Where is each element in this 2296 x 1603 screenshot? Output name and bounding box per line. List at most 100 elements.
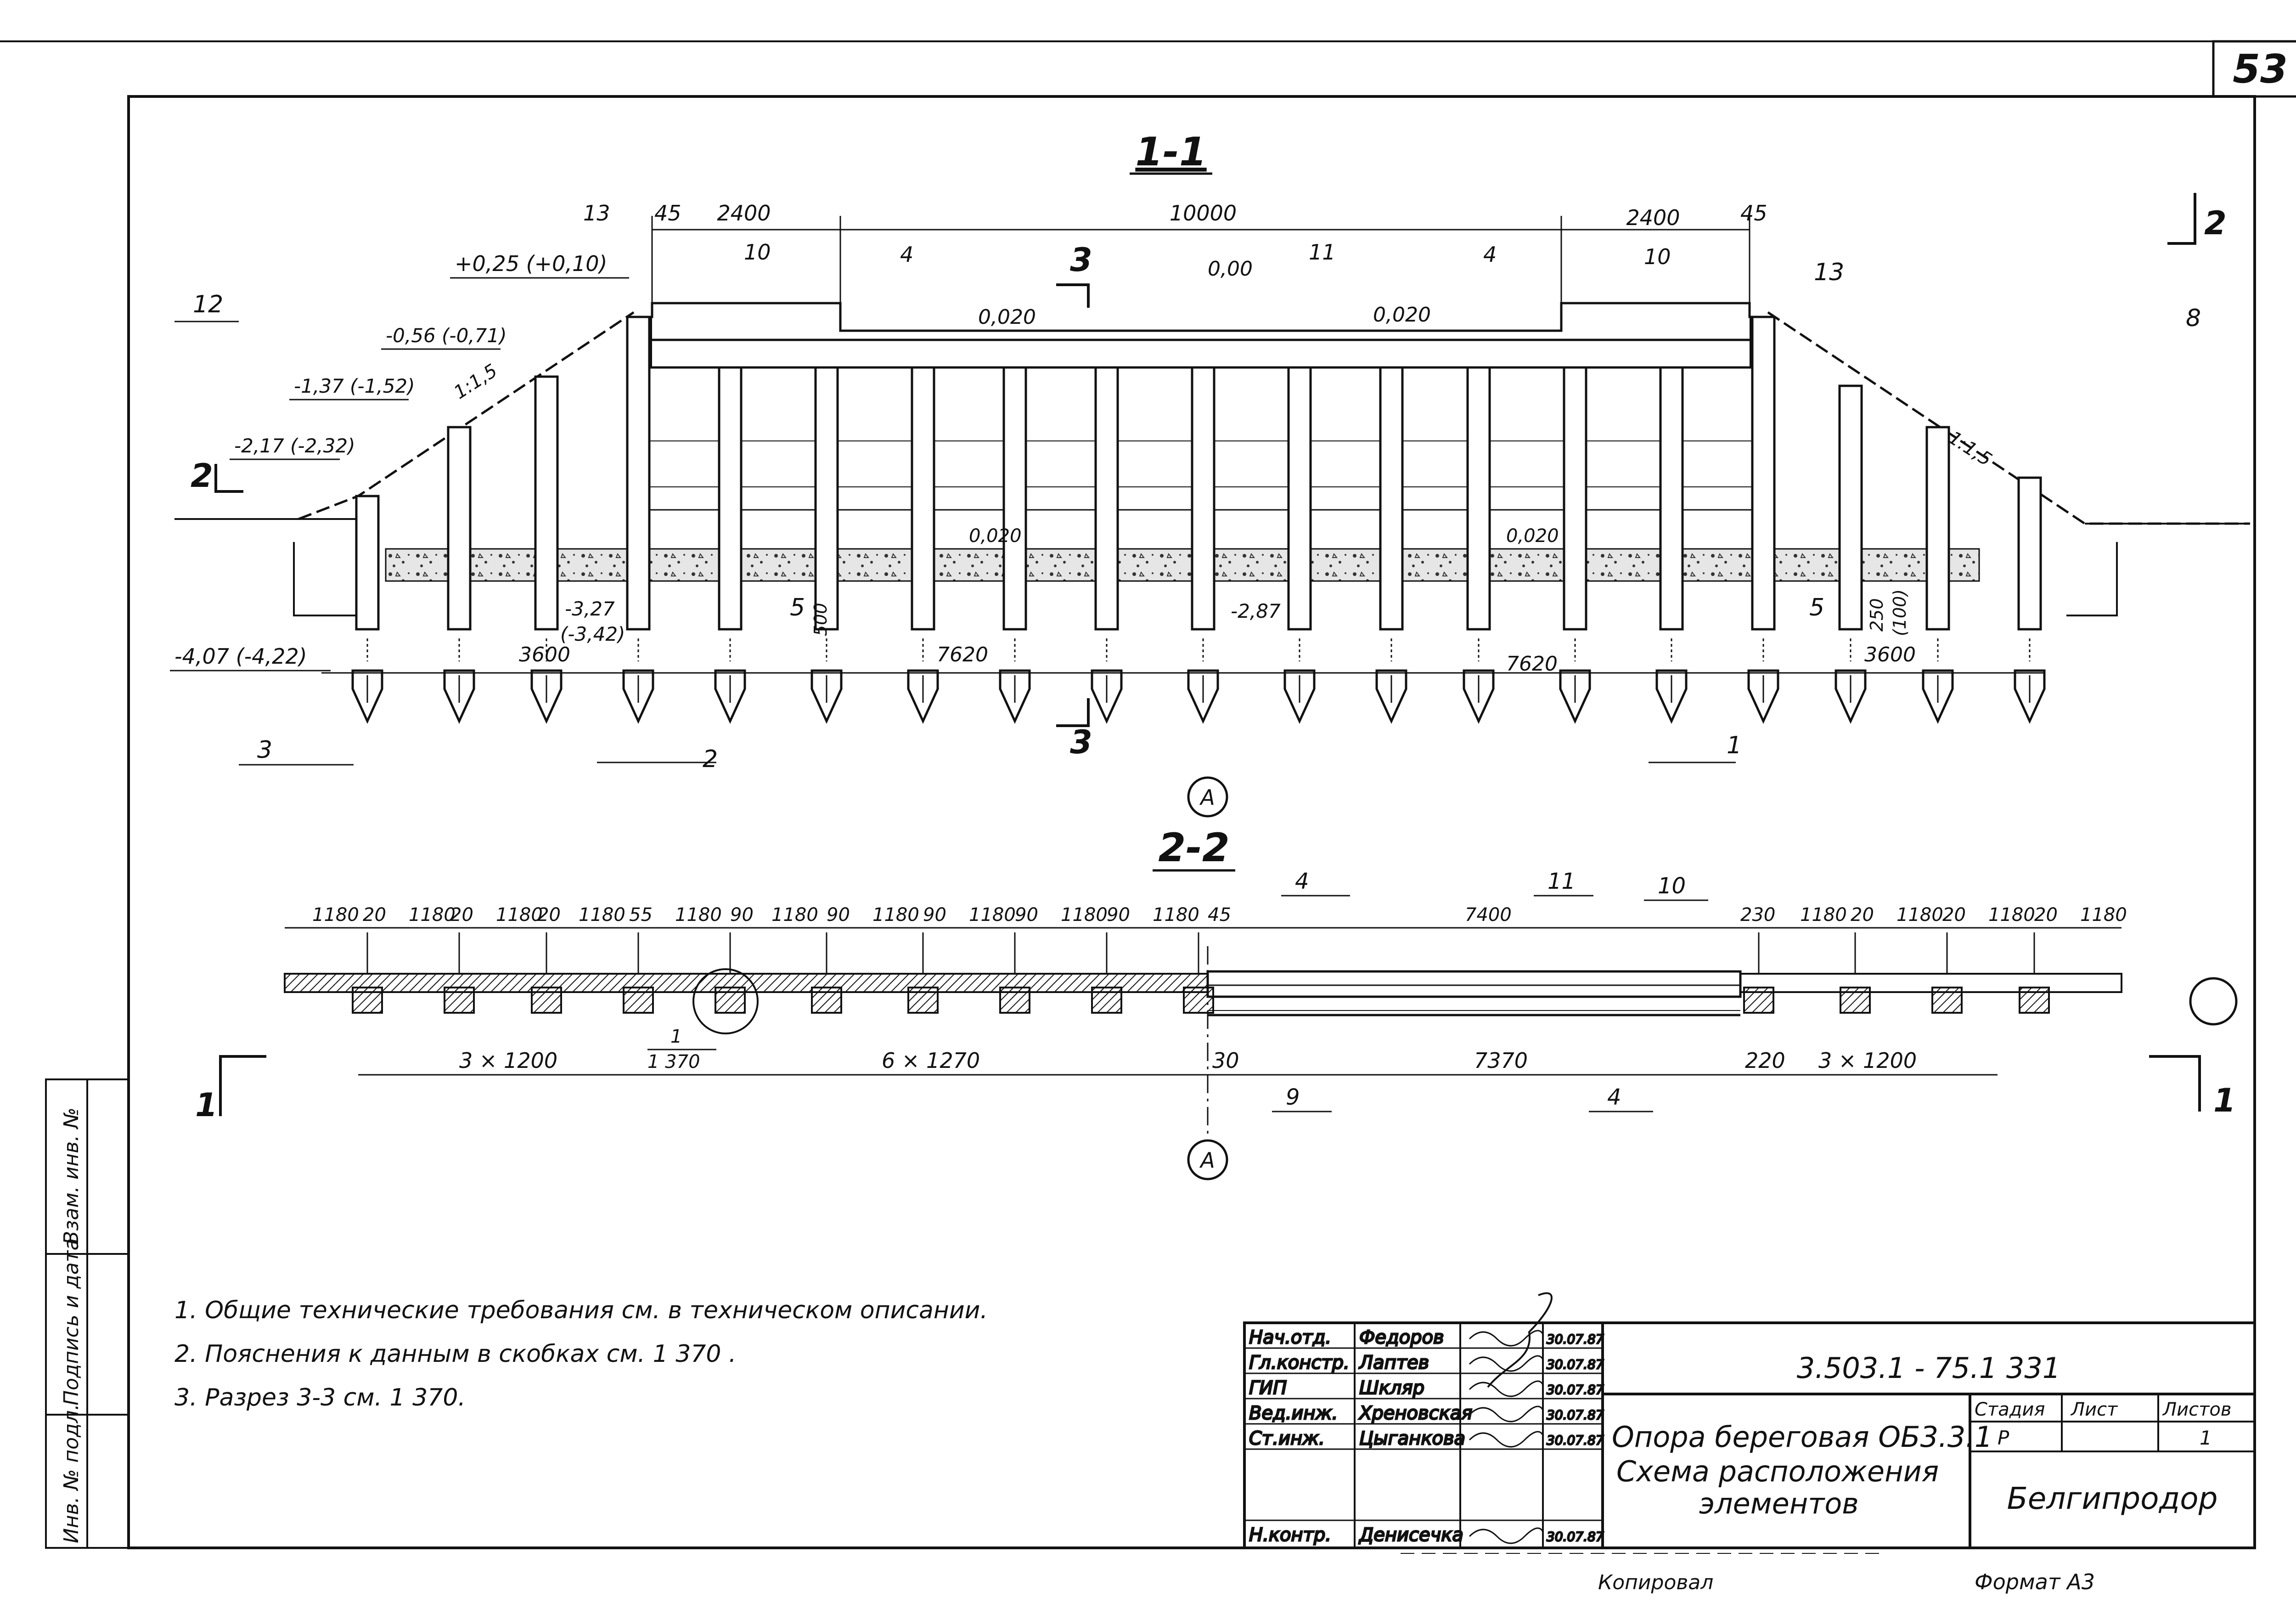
dim22-top-value: 1180 bbox=[496, 904, 543, 926]
pile bbox=[1091, 366, 1123, 724]
dim22-top-value: 20 bbox=[1851, 904, 1874, 926]
dim22-top-value: 90 bbox=[730, 904, 754, 926]
person-role: Нач.отд. bbox=[1249, 1327, 1331, 1348]
cut-marks: 3 3 2 2 bbox=[191, 193, 2227, 761]
pile-cap bbox=[1091, 987, 1122, 1014]
signature bbox=[1469, 1355, 1544, 1372]
marker-11: 11 bbox=[1309, 240, 1336, 265]
pile bbox=[810, 366, 843, 724]
dim22-top-value: 7400 bbox=[1465, 904, 1512, 926]
pile-cap bbox=[907, 987, 939, 1014]
pile-caps bbox=[352, 932, 2050, 1014]
dim22-top-value: 55 bbox=[629, 904, 653, 926]
dim22-top-value: 1180 bbox=[409, 904, 456, 926]
person-date: 30.07.87 bbox=[1547, 1433, 1604, 1448]
dim22-top-value: 1180 bbox=[579, 904, 625, 926]
elev-minus-407: -4,07 (-4,22) bbox=[174, 644, 307, 669]
dim22-top-value: 1180 bbox=[1061, 904, 1108, 926]
marker22-10: 10 bbox=[1658, 873, 1686, 899]
elev-minus-056: -0,56 (-0,71) bbox=[386, 324, 506, 347]
elev-top: +0,25 (+0,10) bbox=[455, 251, 607, 276]
dim-top-2400-right: 2400 bbox=[1626, 205, 1680, 230]
person-name: Федоров bbox=[1359, 1327, 1444, 1348]
plan-slab-middle bbox=[1206, 970, 1742, 998]
dim22-220: 220 bbox=[1745, 1048, 1785, 1073]
axis-a-label-bottom: А bbox=[1199, 1148, 1215, 1173]
pile bbox=[622, 316, 654, 724]
dim22-top-value: 20 bbox=[1942, 904, 1966, 926]
detail-circle bbox=[692, 968, 759, 1034]
stage-value: Р bbox=[1998, 1427, 2009, 1449]
dim22-3x1200-right: 3 × 1200 bbox=[1818, 1048, 1917, 1073]
pile bbox=[443, 426, 475, 724]
pile-cap bbox=[531, 987, 562, 1014]
pile-cap bbox=[715, 987, 746, 1014]
dim22-top-value: 20 bbox=[363, 904, 386, 926]
marker-5-left: 5 bbox=[790, 594, 805, 621]
axis-a-circle-bottom bbox=[1187, 1139, 1228, 1180]
dim-7620-right: 7620 bbox=[1506, 652, 1558, 676]
elev-minus-327: -3,27 bbox=[565, 598, 615, 620]
signature bbox=[1469, 1405, 1544, 1422]
format-label: Формат А3 bbox=[1975, 1569, 2095, 1594]
deck-slab bbox=[632, 302, 1769, 369]
elev-minus-137: -1,37 (-1,52) bbox=[294, 375, 415, 397]
person-name: Лаптев bbox=[1358, 1352, 1429, 1373]
dim22-7370: 7370 bbox=[1474, 1048, 1528, 1073]
dim22-top-value: 1180 bbox=[771, 904, 818, 926]
person-name: Цыганкова bbox=[1359, 1428, 1465, 1449]
marker-5-right: 5 bbox=[1809, 594, 1824, 621]
dim-top-45-left: 45 bbox=[654, 201, 681, 226]
detail-ref-num: 1 bbox=[670, 1026, 682, 1047]
marker22-4-bottom: 4 bbox=[1607, 1084, 1621, 1110]
dim22-top-value: 90 bbox=[827, 904, 850, 926]
person-date: 30.07.87 bbox=[1547, 1407, 1604, 1422]
dim22-top-value: 1180 bbox=[675, 904, 722, 926]
dim-top-10000: 10000 bbox=[1170, 201, 1237, 226]
signature bbox=[1469, 1380, 1544, 1397]
elevation-labels: +0,25 (+0,10) 0,00 -0,56 (-0,71) -1,37 (… bbox=[170, 251, 1281, 672]
dim-chain-top: 45 2400 10000 2400 45 bbox=[651, 201, 1767, 331]
person-role: Ст.инж. bbox=[1249, 1428, 1325, 1449]
dim22-top-value: 1180 bbox=[2080, 904, 2127, 926]
dim-500: 500 bbox=[810, 603, 831, 636]
cut-2-right-label: 2 bbox=[2204, 204, 2227, 242]
signature bbox=[1469, 1431, 1544, 1448]
dim22-top-value: 1180 bbox=[1988, 904, 2035, 926]
signature bbox=[1469, 1527, 1544, 1544]
dim-3600-left: 3600 bbox=[519, 643, 570, 666]
person-role: ГИП bbox=[1249, 1377, 1287, 1399]
pile bbox=[2014, 476, 2046, 724]
pile-cap bbox=[1931, 987, 1963, 1014]
person-name: Хреновская bbox=[1358, 1403, 1472, 1424]
note-2: 2. Пояснения к данным в скобках см. 1 37… bbox=[174, 1340, 737, 1368]
dim-top-2400-left: 2400 bbox=[717, 201, 771, 226]
copied-label: Копировал bbox=[1598, 1571, 1713, 1594]
marker22-4-top: 4 bbox=[1295, 869, 1309, 894]
dim22-30: 30 bbox=[1212, 1048, 1239, 1073]
marker22-9: 9 bbox=[1286, 1084, 1300, 1110]
dim22-top-value: 1180 bbox=[1896, 904, 1943, 926]
slope-ratio-right: 1:1,5 bbox=[1945, 427, 1996, 470]
section-1-1: 1-1 45 2400 10000 2400 45 bbox=[170, 129, 2250, 818]
pile-cap bbox=[811, 987, 842, 1014]
dim-3600-right: 3600 bbox=[1864, 643, 1916, 666]
pile-cap bbox=[623, 987, 654, 1014]
pile bbox=[1187, 366, 1219, 724]
dim-7620-left: 7620 bbox=[937, 643, 988, 666]
detail-ref-sheet: 1 370 bbox=[647, 1051, 700, 1072]
marker-1: 1 bbox=[1727, 732, 1742, 759]
pile bbox=[1747, 316, 1779, 724]
plan-slab-right bbox=[1739, 973, 2122, 993]
pile bbox=[351, 495, 383, 724]
person-date: 30.07.87 bbox=[1547, 1529, 1604, 1544]
marker-8: 8 bbox=[2186, 305, 2201, 332]
dim-100: (100) bbox=[1890, 589, 1910, 636]
marker-3: 3 bbox=[257, 736, 272, 764]
doc-code: 3.503.1 - 75.1 331 bbox=[1797, 1351, 2061, 1385]
stage-header: Стадия bbox=[1975, 1399, 2045, 1420]
doc-title-line-1: Опора береговая ОБ3.3.1 bbox=[1612, 1420, 1992, 1454]
